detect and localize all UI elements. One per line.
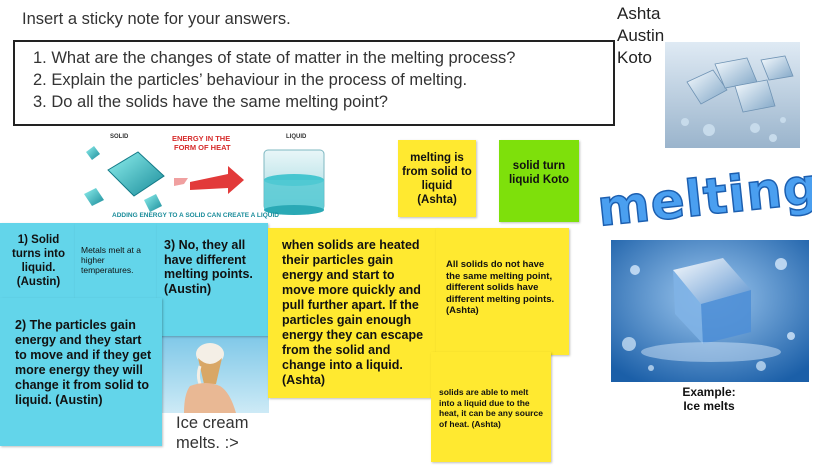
ice-cream-caption-line-2: melts. :> [176,434,239,452]
group-names[interactable]: Ashta Austin Koto [617,3,664,69]
example-caption-line-2: Ice melts [683,399,735,413]
ice-cream-caption-line-1: Ice cream [176,414,249,432]
ice-melts-photo[interactable] [611,240,809,382]
diagram-caption: ADDING ENERGY TO A SOLID CAN CREATE A LI… [112,212,279,219]
sticky-note-austin-3[interactable]: 3) No, they all have different melting p… [157,223,268,336]
instruction-text: Insert a sticky note for your answers. [22,10,291,28]
question-2: 2. Explain the particles’ behaviour in t… [33,71,468,89]
question-3: 3. Do all the solids have the same melti… [33,93,388,111]
ice-cubes-image [665,42,800,148]
melting-diagram[interactable]: SOLID ENERGY IN THE FORM OF HEAT LIQUID … [78,130,368,222]
melting-word-art[interactable]: melting [592,156,823,238]
melting-word-art-graphic: melting [594,156,823,238]
name-austin: Austin [617,26,665,45]
sticky-note-metals[interactable]: Metals melt at a higher temperatures. [75,223,157,299]
solid-label: SOLID [110,134,129,140]
sticky-note-ashta-definition[interactable]: melting is from solid to liquid (Ashta) [398,140,476,217]
name-koto: Koto [617,48,652,67]
sticky-note-ashta-heat[interactable]: solids are able to melt into a liquid du… [431,352,551,462]
sticky-note-ashta-melting-point[interactable]: All solids do not have the same melting … [436,228,569,355]
question-1: 1. What are the changes of state of matt… [33,49,516,67]
liquid-label: LIQUID [286,134,307,140]
sticky-note-koto[interactable]: solid turn liquid Koto [499,140,579,222]
questions-list: 1. What are the changes of state of matt… [15,47,613,113]
sticky-note-austin-1[interactable]: 1) Solid turns into liquid. (Austin) [0,223,75,309]
energy-label-line-2: FORM OF HEAT [174,143,231,152]
ice-cream-caption: Ice cream melts. :> [176,413,248,453]
example-caption-line-1: Example: [682,385,736,399]
name-ashta: Ashta [617,4,661,23]
example-caption: Example: Ice melts [663,385,755,413]
ice-cubes-photo[interactable] [665,42,800,148]
melting-word-art-text: melting [595,166,812,238]
sticky-note-ashta-particles[interactable]: when solids are heated their particles g… [268,228,438,398]
ice-cream-photo[interactable] [160,336,269,413]
questions-box[interactable]: 1. What are the changes of state of matt… [13,40,615,126]
melting-diagram-graphic [84,146,325,215]
ice-melts-image [611,240,809,382]
energy-label-line-1: ENERGY IN THE [172,134,231,143]
sticky-note-austin-2[interactable]: 2) The particles gain energy and they st… [0,298,162,446]
ice-cream-image [160,336,269,413]
